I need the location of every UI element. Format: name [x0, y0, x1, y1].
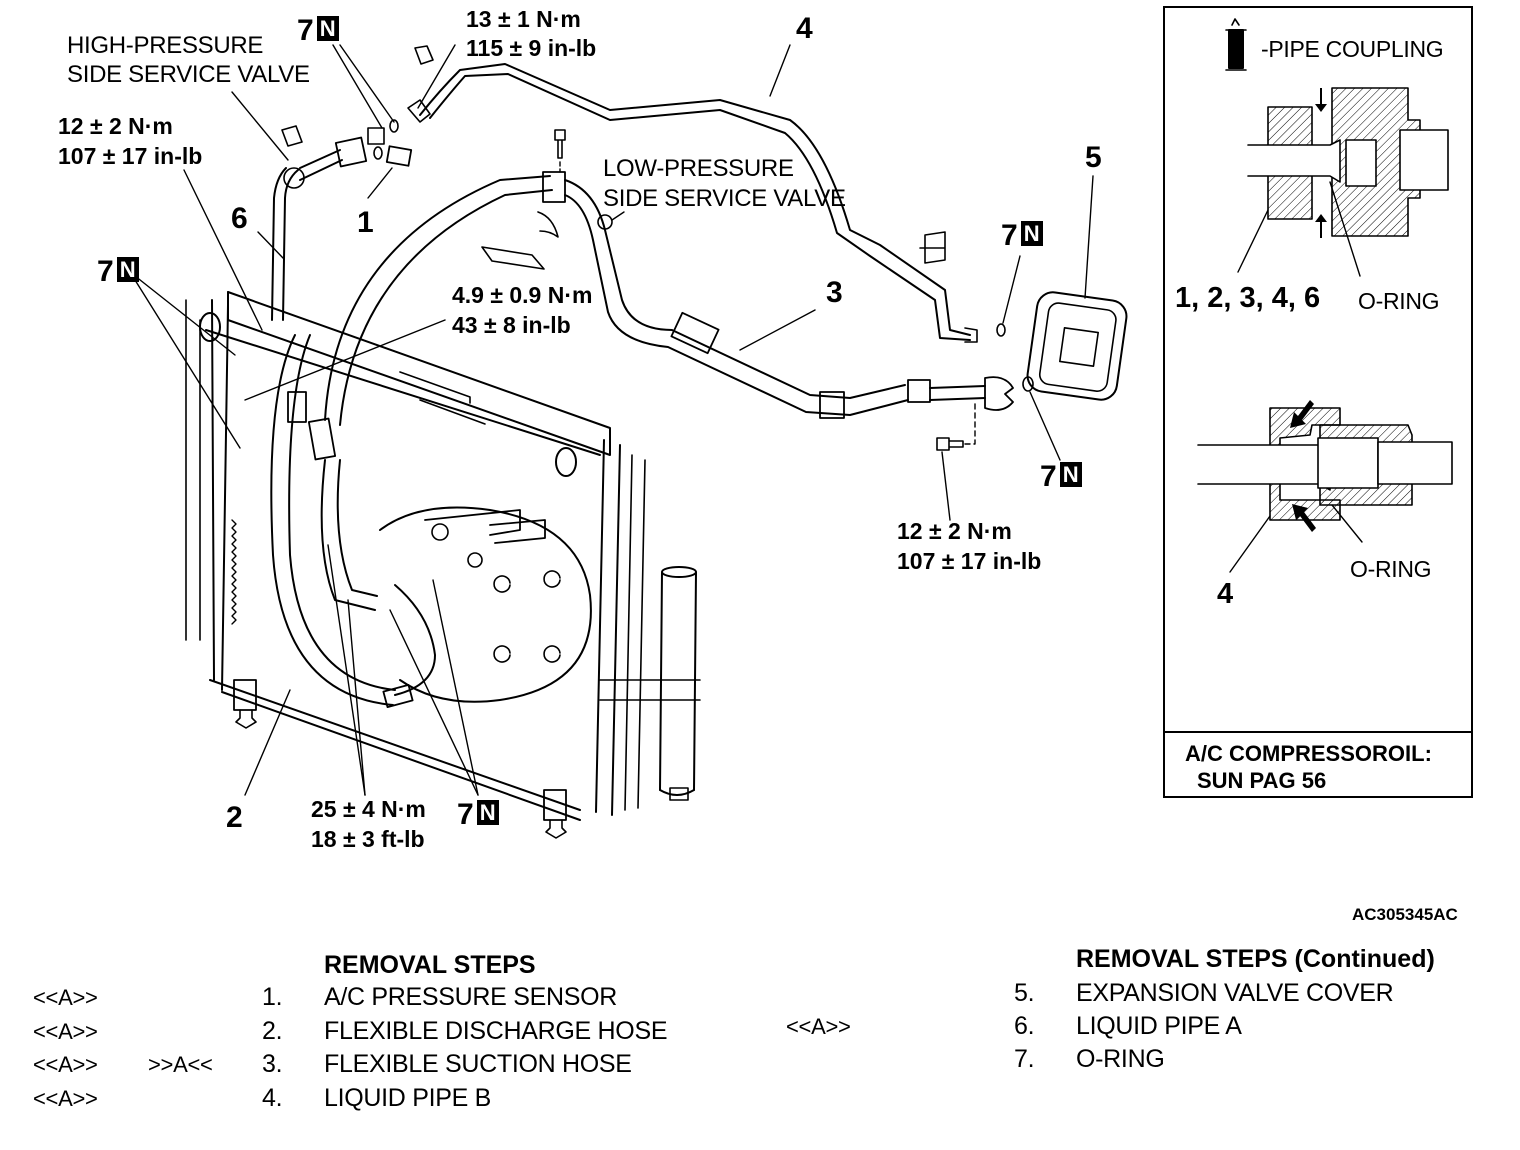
inset-parts-label-top: 1, 2, 3, 4, 6: [1175, 282, 1321, 314]
torque-top-inlb: 115 ± 9 in-lb: [466, 35, 597, 61]
oil-can-icon: [1225, 18, 1247, 71]
part-number-1: 1: [357, 206, 374, 239]
step-mark-removal: <<A>>: [786, 1014, 851, 1039]
new-part-badge: N: [476, 800, 499, 825]
step-number: 4.: [262, 1083, 283, 1112]
step-text: A/C PRESSURE SENSOR: [324, 983, 617, 1011]
torque-bottom-ftlb: 18 ± 3 ft-lb: [311, 826, 425, 852]
torque-top-nm: 13 ± 1 N·m: [466, 6, 581, 32]
leader-lines: [129, 44, 1094, 796]
part-number-5: 5: [1085, 141, 1102, 174]
pipe-coupling-inset: -PIPE COUPLING 1, 2, 3, 4, 6 O-RING O-RI…: [1163, 6, 1473, 798]
torque-mid-nm: 4.9 ± 0.9 N·m: [452, 282, 593, 308]
compressor-oil-value: SUN PAG 56: [1197, 768, 1327, 793]
compressor-oil-spec: A/C COMPRESSOROIL: SUN PAG 56: [1165, 731, 1471, 796]
torque-mid-inlb: 43 ± 8 in-lb: [452, 312, 571, 338]
compressor: [379, 506, 592, 703]
step-number: 1.: [262, 983, 283, 1011]
liquid-pipe-a: [271, 119, 413, 321]
part-number-2: 2: [226, 801, 243, 834]
pipe-coupling-label: -PIPE COUPLING: [1261, 36, 1444, 62]
high-pressure-valve-label-line1: HIGH-PRESSURE: [67, 32, 264, 59]
step-mark-removal: <<A>>: [33, 985, 98, 1010]
inset-parts-label-bottom: 4: [1217, 578, 1234, 610]
step-mark-removal: <<A>>: [33, 1085, 98, 1111]
torque-left-inlb: 107 ± 17 in-lb: [58, 143, 203, 169]
part-number-7: 7: [297, 14, 314, 47]
new-part-badge: N: [1059, 462, 1082, 487]
step-text: O-RING: [1076, 1045, 1165, 1073]
step-text: LIQUID PIPE B: [324, 1083, 491, 1112]
torque-right-nm: 12 ± 2 N·m: [897, 518, 1012, 544]
new-part-badge: N: [116, 257, 139, 282]
new-part-badge: N: [1020, 221, 1043, 246]
step-text: FLEXIBLE SUCTION HOSE: [324, 1050, 632, 1078]
compressor-oil-title: A/C COMPRESSOROIL:: [1185, 741, 1432, 766]
removal-steps-continued-title: REMOVAL STEPS (Continued): [1076, 945, 1435, 973]
figure-code: AC305345AC: [1352, 905, 1458, 924]
liquid-pipe-b: [407, 45, 1006, 343]
step-number: 2.: [262, 1016, 283, 1045]
inset-oring-label-top: O-RING: [1358, 288, 1440, 314]
step-text: FLEXIBLE DISCHARGE HOSE: [324, 1016, 668, 1045]
receiver-dryer: [599, 566, 701, 801]
part-number-7: 7: [1040, 460, 1057, 493]
part-number-4: 4: [796, 12, 813, 45]
step-text: LIQUID PIPE A: [1076, 1012, 1242, 1040]
step-mark-removal: <<A>>: [33, 1018, 98, 1044]
torque-right-inlb: 107 ± 17 in-lb: [897, 548, 1042, 574]
low-pressure-valve-label-line1: LOW-PRESSURE: [603, 155, 794, 182]
low-pressure-valve-label-line2: SIDE SERVICE VALVE: [603, 185, 846, 212]
torque-left-nm: 12 ± 2 N·m: [58, 113, 173, 139]
high-pressure-valve-label-line2: SIDE SERVICE VALVE: [67, 61, 310, 88]
step-number: 7.: [1014, 1045, 1035, 1073]
ac-system-diagram: [129, 18, 1453, 839]
inset-coupling-diagram: [1197, 18, 1453, 573]
part-number-7: 7: [457, 798, 474, 831]
torque-bottom-nm: 25 ± 4 N·m: [311, 796, 426, 822]
step-text: EXPANSION VALVE COVER: [1076, 979, 1394, 1007]
discharge-hose: [270, 334, 436, 708]
inset-oring-label-bottom: O-RING: [1350, 556, 1432, 582]
part-number-6: 6: [231, 202, 248, 235]
part-number-7: 7: [97, 255, 114, 288]
expansion-valve-cover: [1022, 291, 1128, 401]
step-mark-removal: <<A>>: [33, 1052, 98, 1077]
step-number: 5.: [1014, 979, 1035, 1007]
step-mark-installation: >>A<<: [148, 1052, 213, 1077]
removal-steps-title: REMOVAL STEPS: [324, 951, 536, 979]
new-part-badge: N: [316, 16, 339, 41]
condenser: [185, 291, 646, 839]
step-number: 3.: [262, 1050, 283, 1078]
part-number-7: 7: [1001, 219, 1018, 252]
part-number-3: 3: [826, 276, 843, 309]
step-number: 6.: [1014, 1012, 1035, 1040]
suction-hose: [307, 129, 1014, 611]
